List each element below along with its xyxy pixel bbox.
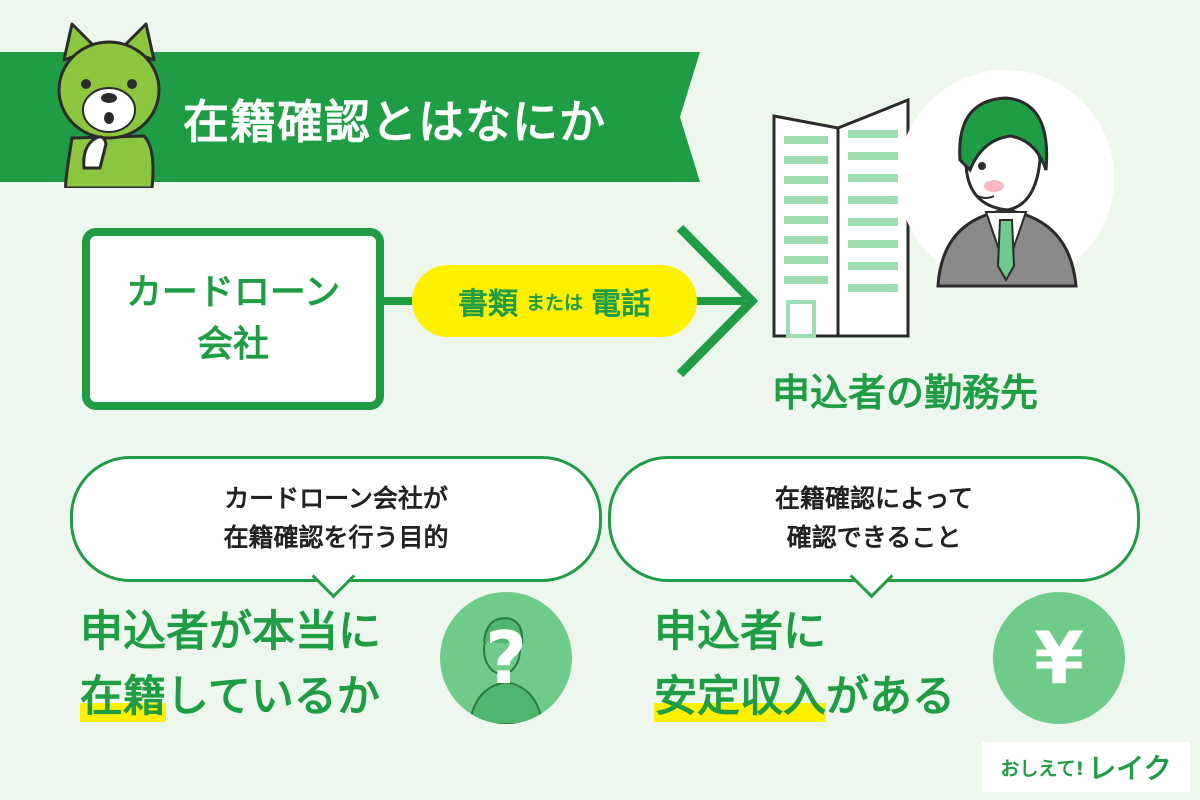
businessman-icon — [898, 70, 1114, 288]
purpose-answer: 申込者が本当に 在籍しているか — [80, 600, 381, 729]
purpose-answer-line2: 在籍しているか — [80, 665, 381, 730]
office-building-icon — [772, 97, 910, 338]
question-person-icon — [468, 616, 544, 724]
confirmable-answer-rest: がある — [826, 671, 955, 722]
page-title: 在籍確認とはなにか — [183, 95, 606, 149]
purpose-line1: カードローン会社が — [224, 484, 448, 514]
method-document: 書類 — [457, 287, 518, 322]
logo-prefix: おしえて! — [1000, 757, 1085, 780]
confirmable-answer-highlight: 安定収入 — [654, 671, 826, 722]
confirmable-answer-line1: 申込者に — [654, 607, 826, 657]
company-label: カードローン 会社 — [126, 267, 340, 371]
yen-icon: ¥ — [993, 592, 1125, 724]
logo-name: レイク — [1088, 752, 1172, 785]
purpose-line2: 在籍確認を行う目的 — [223, 523, 449, 552]
workplace-label: 申込者の勤務先 — [772, 371, 1039, 415]
brand-logo: おしえて! レイク — [982, 742, 1190, 792]
method-or: または — [525, 291, 583, 314]
confirmable-line2: 確認できること — [786, 523, 962, 552]
dog-mascot-icon — [57, 22, 161, 188]
company-box: カードローン 会社 — [82, 228, 384, 410]
confirmable-answer: 申込者に 安定収入がある — [654, 600, 955, 729]
company-label-line2: 会社 — [196, 324, 269, 365]
purpose-answer-highlight: 在籍 — [80, 671, 166, 722]
question-mark: ? — [485, 616, 527, 700]
company-label-line1: カードローン — [125, 271, 341, 313]
confirmable-answer-line2: 安定収入がある — [654, 665, 955, 730]
purpose-answer-rest: しているか — [166, 671, 380, 722]
confirmable-line1: 在籍確認によって — [774, 484, 973, 514]
question-circle: ? — [440, 592, 572, 724]
purpose-answer-line1: 申込者が本当に — [80, 607, 381, 657]
method-pill: 書類 または 電話 — [412, 265, 697, 337]
method-phone: 電話 — [591, 287, 651, 322]
